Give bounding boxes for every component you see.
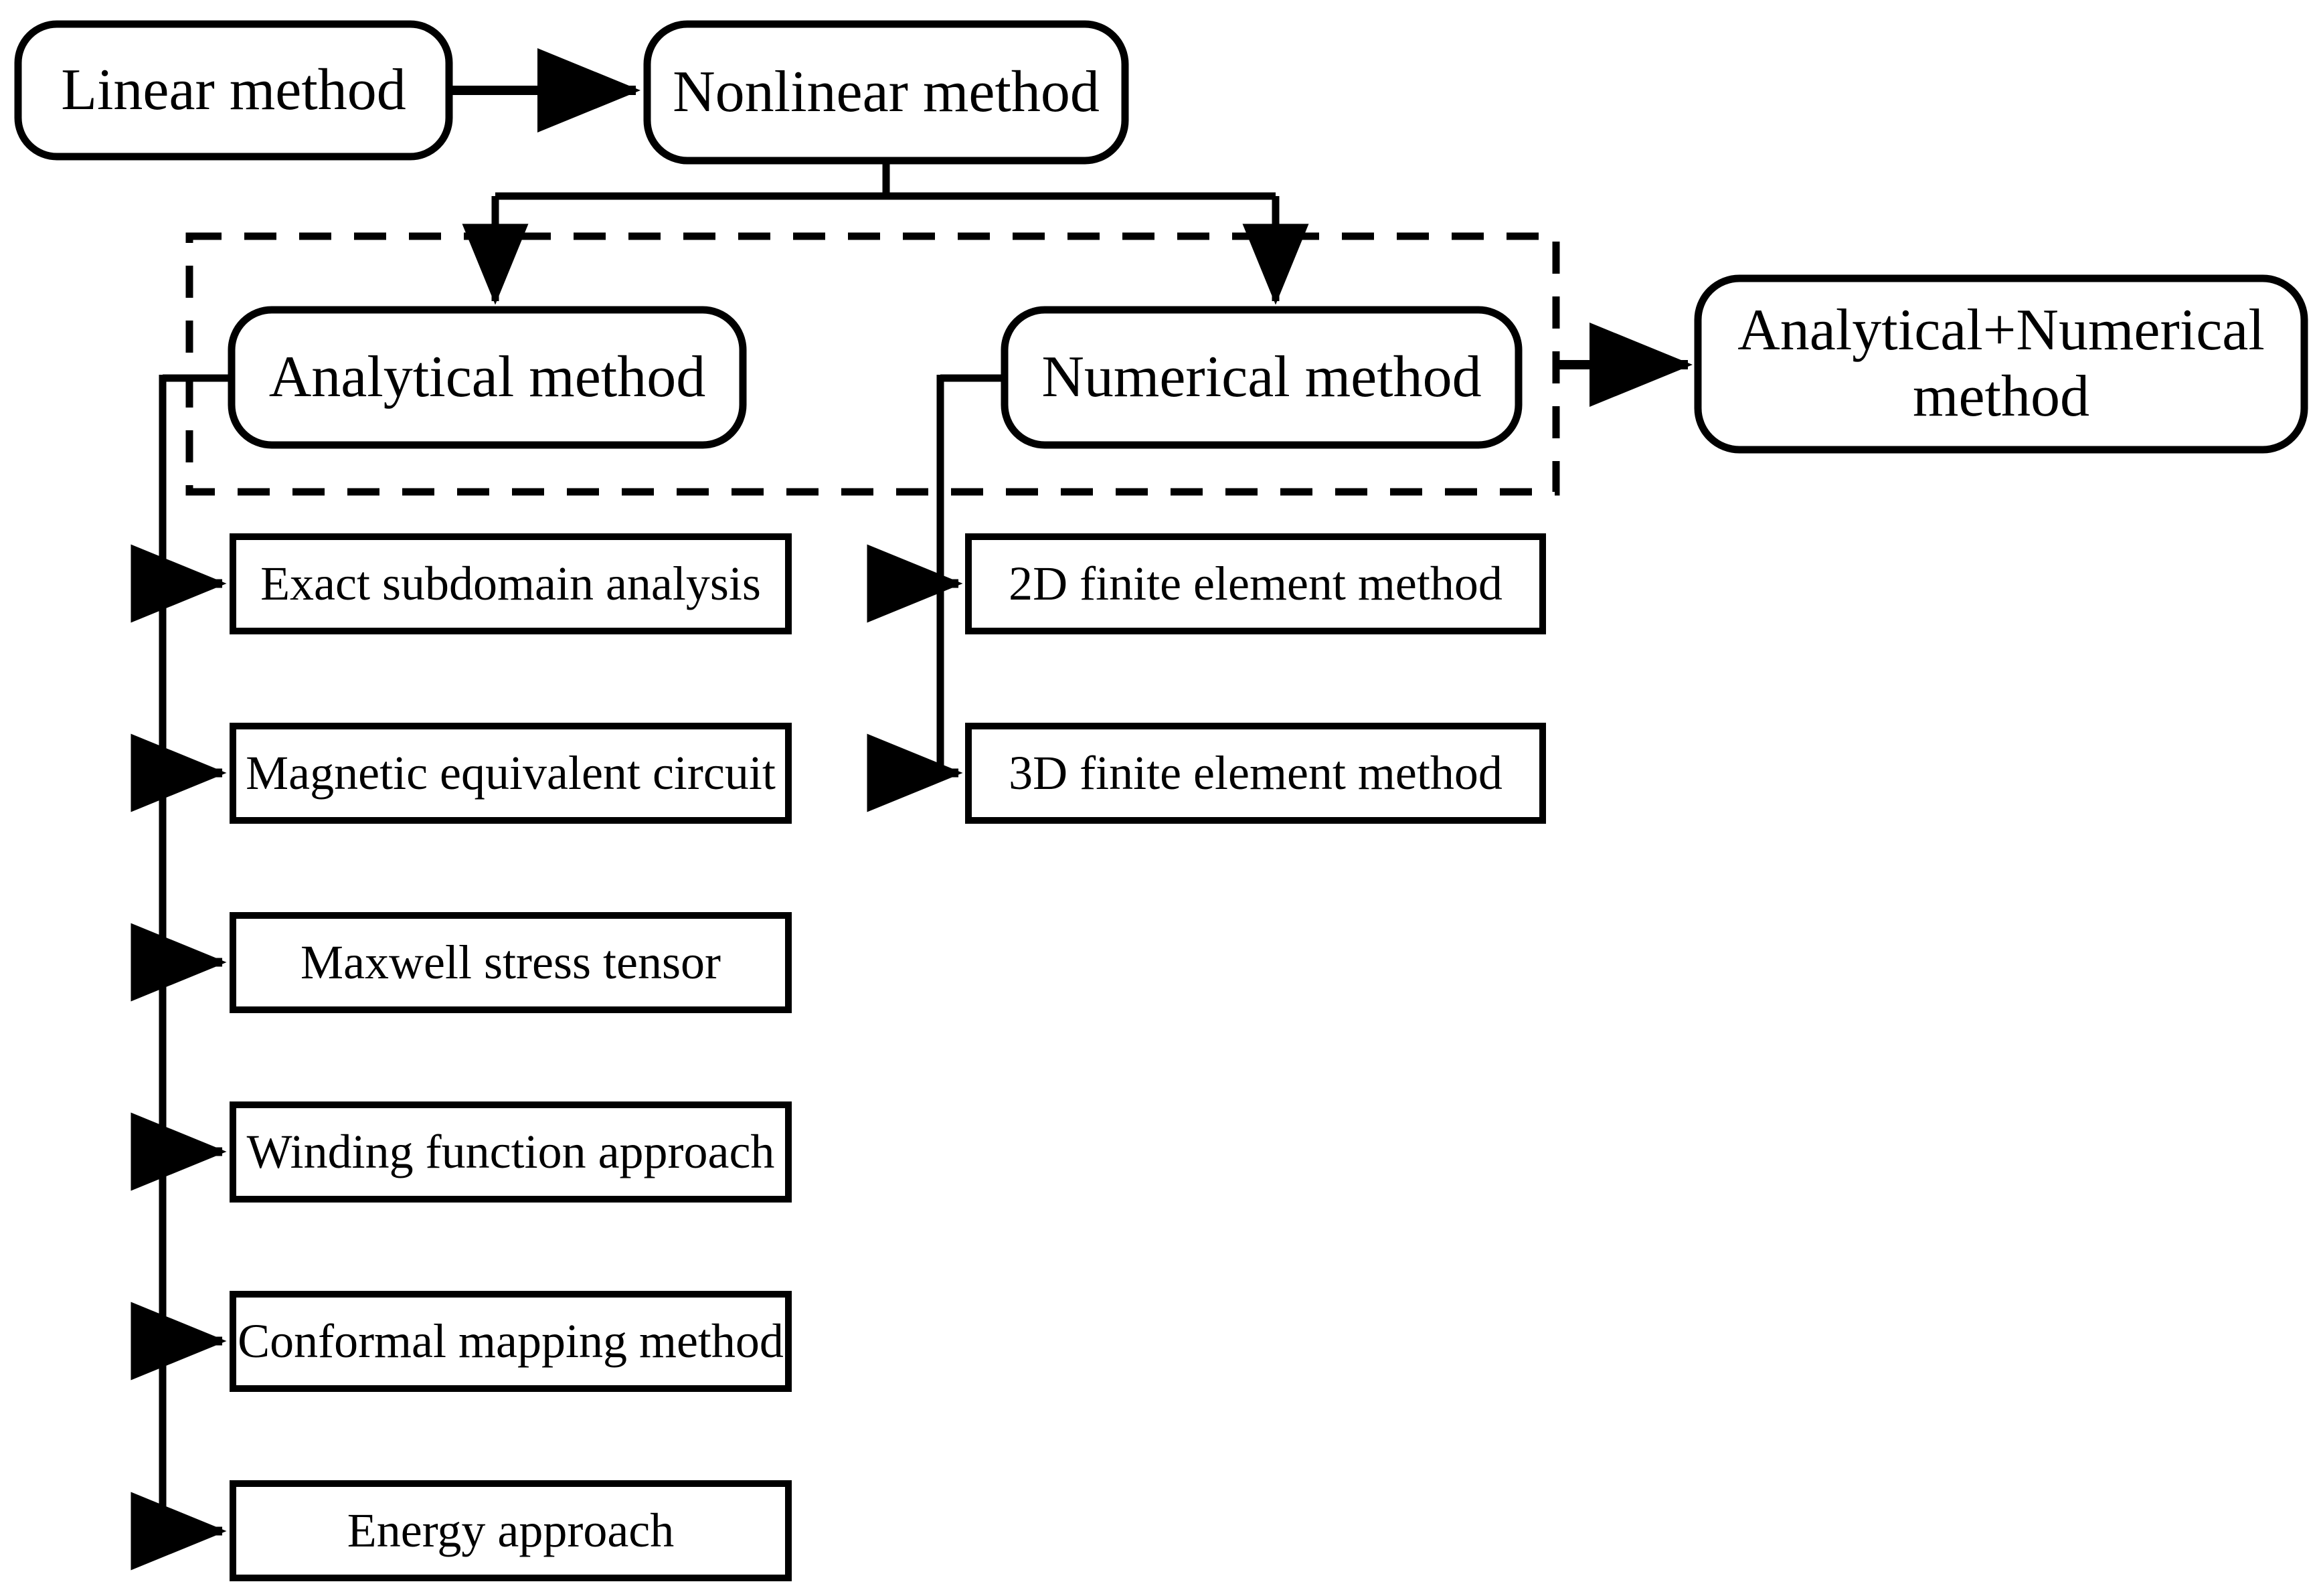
node-energy-approach-shape[interactable] [230, 1480, 792, 1581]
node-linear-method-shape[interactable] [14, 20, 453, 161]
node-3d-finite-element-method-shape[interactable] [965, 723, 1546, 824]
node-conformal-mapping-method-shape[interactable] [230, 1291, 792, 1392]
node-numerical-method-shape[interactable] [1001, 306, 1523, 449]
node-nonlinear-method-shape[interactable] [643, 20, 1129, 165]
node-maxwell-stress-tensor-shape[interactable] [230, 912, 792, 1013]
node-analytical-method-shape[interactable] [228, 306, 747, 449]
node-exact-subdomain-analysis-shape[interactable] [230, 533, 792, 634]
node-2d-finite-element-method-shape[interactable] [965, 533, 1546, 634]
node-magnetic-equivalent-circuit-shape[interactable] [230, 723, 792, 824]
node-analytical-numerical-method-shape[interactable] [1694, 274, 2308, 454]
node-winding-function-approach-shape[interactable] [230, 1101, 792, 1203]
